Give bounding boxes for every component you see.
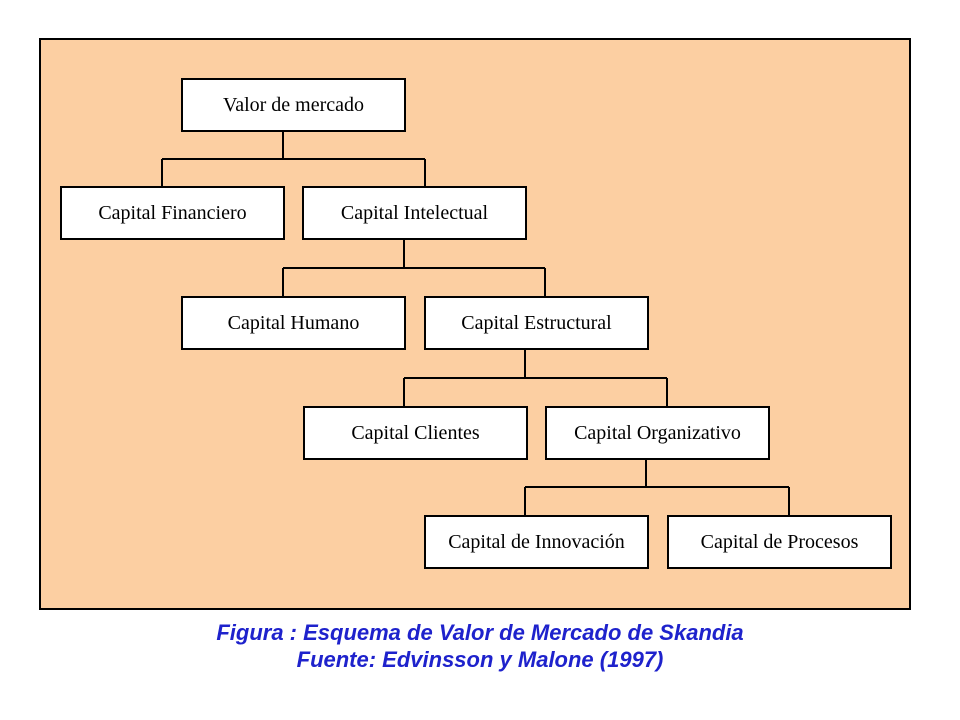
node-capital-financiero: Capital Financiero xyxy=(60,186,285,240)
node-capital-clientes: Capital Clientes xyxy=(303,406,528,460)
figure-caption: Figura : Esquema de Valor de Mercado de … xyxy=(216,620,744,645)
node-capital-estructural: Capital Estructural xyxy=(424,296,649,350)
node-capital-organizativo: Capital Organizativo xyxy=(545,406,770,460)
node-capital-de-procesos: Capital de Procesos xyxy=(667,515,892,569)
figure-source: Fuente: Edvinsson y Malone (1997) xyxy=(296,647,664,672)
node-capital-humano: Capital Humano xyxy=(181,296,406,350)
node-valor-de-mercado: Valor de mercado xyxy=(181,78,406,132)
node-capital-de-innovacion: Capital de Innovación xyxy=(424,515,649,569)
node-capital-intelectual: Capital Intelectual xyxy=(302,186,527,240)
